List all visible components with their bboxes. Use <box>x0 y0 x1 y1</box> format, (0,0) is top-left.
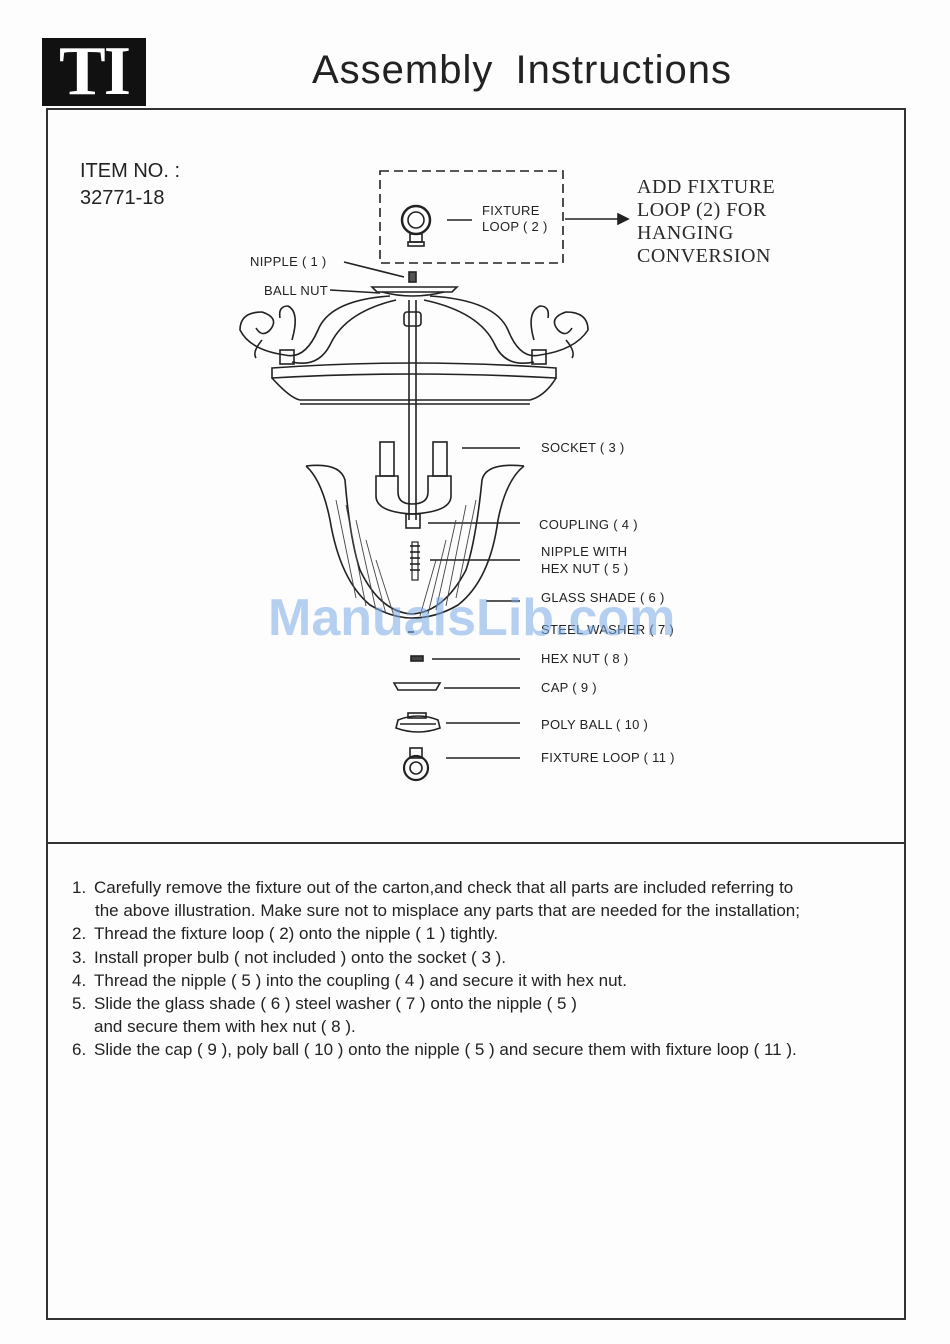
brand-logo: TI <box>42 37 146 107</box>
label-steel-washer-7: STEEL WASHER ( 7 ) <box>541 622 675 637</box>
item-number-value: 32771-18 <box>80 187 165 209</box>
poly-ball-icon <box>395 712 441 733</box>
label-hex-nut-8: HEX NUT ( 8 ) <box>541 651 629 666</box>
step-item: 4. Thread the nipple ( 5 ) into the coup… <box>72 969 892 992</box>
step-number: 4. <box>72 970 87 990</box>
step-line: and secure them with hex nut ( 8 ). <box>94 1017 356 1037</box>
label-nipple-1: NIPPLE ( 1 ) <box>250 254 327 269</box>
section-divider <box>46 842 906 844</box>
note-line: CONVERSION <box>637 245 771 267</box>
label-nipple-hex-5: NIPPLE WITH HEX NUT ( 5 ) <box>541 543 628 577</box>
fixture-loop-2-icon <box>400 204 432 247</box>
label-line: HEX NUT ( 5 ) <box>541 561 629 576</box>
label-fixture-loop-11: FIXTURE LOOP ( 11 ) <box>541 750 675 765</box>
step-number: 6. <box>72 1040 87 1060</box>
label-poly-ball-10: POLY BALL ( 10 ) <box>541 717 649 732</box>
step-number: 1. <box>72 878 87 897</box>
step-item: 5. Slide the glass shade ( 6 ) steel was… <box>72 992 892 1038</box>
item-number-label: ITEM NO. : <box>80 160 180 182</box>
conversion-note: ADD FIXTURE LOOP (2) FOR HANGING CONVERS… <box>637 176 775 268</box>
cap-icon <box>392 682 442 691</box>
content-frame <box>46 108 906 1320</box>
item-number-block: ITEM NO. : 32771-18 <box>80 158 180 212</box>
note-line: ADD FIXTURE <box>637 176 776 198</box>
watermark: ManualsLib.com <box>268 589 676 647</box>
note-line: HANGING <box>637 222 734 244</box>
step-item: 6. Slide the cap ( 9 ), poly ball ( 10 )… <box>72 1038 892 1061</box>
label-socket-3: SOCKET ( 3 ) <box>541 440 625 455</box>
step-item: 1. Carefully remove the fixture out of t… <box>72 876 892 922</box>
step-line: Carefully remove the fixture out of the … <box>94 878 794 897</box>
step-text: Thread the nipple ( 5 ) into the couplin… <box>94 970 627 990</box>
label-fixture-loop-2: FIXTURE LOOP ( 2 ) <box>482 203 548 235</box>
canopy-icon <box>239 271 589 520</box>
step-text: Thread the fixture loop ( 2) onto the ni… <box>94 924 499 944</box>
nipple-hex-nut-icon <box>410 541 420 581</box>
fixture-loop-11-icon <box>402 747 430 782</box>
label-line: LOOP ( 2 ) <box>482 219 548 234</box>
label-cap-9: CAP ( 9 ) <box>541 680 597 695</box>
label-coupling-4: COUPLING ( 4 ) <box>539 517 638 532</box>
step-item: 3. Install proper bulb ( not included ) … <box>72 946 892 969</box>
instruction-steps: 1. Carefully remove the fixture out of t… <box>72 876 892 1062</box>
label-ball-nut: BALL NUT <box>264 283 329 298</box>
step-text: Carefully remove the fixture out of the … <box>94 876 892 922</box>
socket-icon <box>375 441 452 529</box>
step-number: 2. <box>72 924 87 944</box>
label-line: FIXTURE <box>482 203 540 218</box>
label-glass-shade-6: GLASS SHADE ( 6 ) <box>541 590 665 605</box>
step-line: Slide the glass shade ( 6 ) steel washer… <box>94 994 577 1014</box>
step-item: 2. Thread the fixture loop ( 2) onto the… <box>72 922 892 945</box>
fixture-loop-detail-box <box>379 170 564 264</box>
glass-shade-icon <box>305 464 525 619</box>
step-number: 3. <box>72 947 87 967</box>
note-line: LOOP (2) FOR <box>637 199 767 221</box>
step-number: 5. <box>72 994 87 1014</box>
step-line: the above illustration. Make sure not to… <box>95 901 800 921</box>
step-text: Install proper bulb ( not included ) ont… <box>94 947 507 967</box>
step-text: Slide the glass shade ( 6 ) steel washer… <box>94 992 892 1038</box>
label-line: NIPPLE WITH <box>541 544 628 559</box>
step-text: Slide the cap ( 9 ), poly ball ( 10 ) on… <box>94 1040 797 1060</box>
page-title: Assembly Instructions <box>312 48 733 92</box>
hex-nut-icon <box>410 655 424 662</box>
